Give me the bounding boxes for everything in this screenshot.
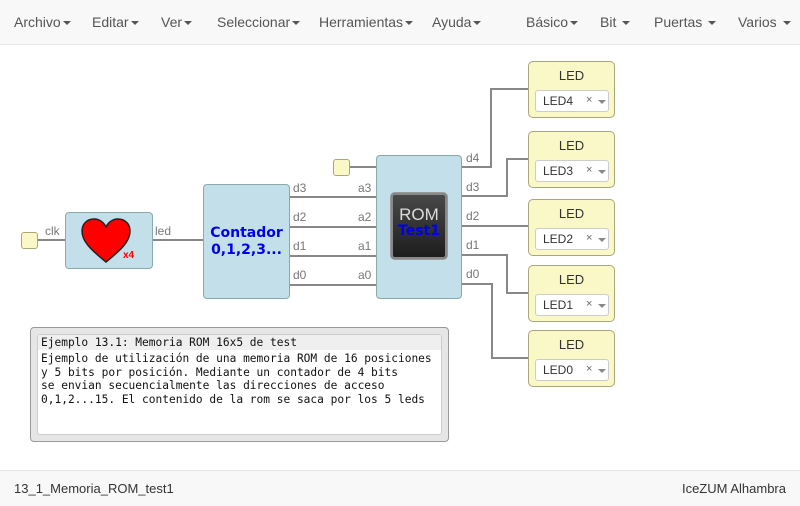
clear-icon[interactable]: ×: [586, 164, 593, 176]
led-title: LED: [558, 138, 585, 153]
comment-title: Ejemplo 13.1: Memoria ROM 16x5 de test: [38, 335, 441, 350]
menu-editar[interactable]: Editar: [92, 0, 139, 44]
wire-d4-led4: [461, 88, 529, 168]
led-output-block[interactable]: LED LED0 ×: [528, 330, 615, 387]
led-pin-value: LED1: [543, 298, 574, 312]
port-label-out-d3: d3: [466, 180, 480, 194]
heart-badge: x4: [123, 250, 135, 261]
caret-down-icon: [473, 21, 482, 26]
menu-label: Puertas: [654, 14, 703, 30]
led-pin-select[interactable]: LED0 ×: [535, 359, 609, 381]
menu-label: Seleccionar: [217, 14, 291, 30]
input-pin-rom-clk[interactable]: [333, 159, 350, 176]
menu-label: Archivo: [14, 14, 61, 30]
counter-subtitle: 0,1,2,3...: [211, 242, 282, 258]
caret-down-icon: [130, 21, 139, 26]
clear-icon[interactable]: ×: [586, 94, 593, 106]
caret-down-icon: [62, 21, 71, 26]
caret-down-icon: [570, 21, 579, 26]
menu-label: Editar: [92, 14, 129, 30]
rom-title: ROM: [399, 205, 439, 224]
menu-bit[interactable]: Bit: [600, 0, 631, 44]
led-title: LED: [558, 68, 585, 83]
rom-subtitle: Test1: [398, 223, 440, 239]
led-pin-value: LED4: [543, 94, 574, 108]
port-label-d1: d1: [293, 239, 307, 253]
caret-down-icon[interactable]: [598, 100, 606, 104]
comment-text-area[interactable]: Ejemplo 13.1: Memoria ROM 16x5 de test E…: [37, 334, 442, 435]
led-output-block[interactable]: LED LED4 ×: [528, 61, 615, 118]
menu-basico[interactable]: Básico: [526, 0, 579, 44]
port-label-out-d0: d0: [466, 267, 480, 281]
menu-seleccionar[interactable]: Seleccionar: [217, 0, 301, 44]
menu-label: Ver: [161, 14, 183, 30]
caret-down-icon: [184, 21, 193, 26]
menu-label: Bit: [600, 14, 617, 30]
port-label-out-d2: d2: [466, 209, 480, 223]
comment-body: Ejemplo de utilización de una memoria RO…: [41, 352, 432, 406]
port-label-a0: a0: [358, 268, 372, 282]
led-output-block[interactable]: LED LED1 ×: [528, 265, 615, 322]
led-pin-select[interactable]: LED2 ×: [535, 228, 609, 250]
clear-icon[interactable]: ×: [586, 232, 593, 244]
port-label-d0: d0: [293, 268, 307, 282]
port-label-clk: clk: [45, 224, 60, 238]
chip-icon: ROM Test1: [391, 193, 447, 259]
caret-down-icon: [622, 21, 631, 26]
led-pin-select[interactable]: LED1 ×: [535, 294, 609, 316]
port-label-a3: a3: [358, 181, 372, 195]
port-label-a1: a1: [358, 239, 372, 253]
wire-d3-led3: [461, 158, 529, 197]
menu-ver[interactable]: Ver: [161, 0, 193, 44]
rom-block[interactable]: ROM Test1: [376, 155, 462, 299]
port-label-out-d4: d4: [466, 151, 480, 165]
led-pin-value: LED3: [543, 164, 574, 178]
caret-down-icon: [782, 21, 791, 26]
input-pin-clk[interactable]: [21, 232, 38, 249]
caret-down-icon[interactable]: [598, 238, 606, 242]
port-label-a2: a2: [358, 210, 372, 224]
menu-puertas[interactable]: Puertas: [654, 0, 717, 44]
port-label-out-d1: d1: [466, 238, 480, 252]
menu-label: Ayuda: [432, 14, 472, 30]
led-title: LED: [558, 272, 585, 287]
project-name: 13_1_Memoria_ROM_test1: [14, 481, 174, 496]
led-output-block[interactable]: LED LED3 ×: [528, 131, 615, 188]
menubar: Archivo Editar Ver Seleccionar Herramien…: [0, 0, 800, 45]
caret-down-icon: [405, 21, 414, 26]
counter-block[interactable]: Contador 0,1,2,3...: [203, 184, 290, 299]
led-title: LED: [558, 206, 585, 221]
wire-d1-led1: [461, 254, 529, 294]
clear-icon[interactable]: ×: [586, 298, 593, 310]
port-label-d3: d3: [293, 181, 307, 195]
led-pin-value: LED2: [543, 232, 574, 246]
menu-label: Varios: [738, 14, 777, 30]
port-label-led: led: [155, 224, 172, 238]
counter-title: Contador: [210, 225, 283, 241]
menu-label: Básico: [526, 14, 569, 30]
led-pin-select[interactable]: LED3 ×: [535, 160, 609, 182]
led-title: LED: [558, 337, 585, 352]
menu-varios[interactable]: Varios: [738, 0, 791, 44]
led-output-block[interactable]: LED LED2 ×: [528, 199, 615, 256]
caret-down-icon[interactable]: [598, 170, 606, 174]
menu-herramientas[interactable]: Herramientas: [319, 0, 414, 44]
heart-icon: [81, 218, 131, 263]
wire-d0-led0: [461, 283, 529, 359]
caret-down-icon[interactable]: [598, 304, 606, 308]
board-name[interactable]: IceZUM Alhambra: [681, 481, 786, 496]
caret-down-icon: [292, 21, 301, 26]
menu-label: Herramientas: [319, 14, 404, 30]
menu-ayuda[interactable]: Ayuda: [432, 0, 482, 44]
status-bar: 13_1_Memoria_ROM_test1 IceZUM Alhambra: [0, 470, 800, 506]
heart-block[interactable]: x4: [65, 212, 153, 269]
led-pin-select[interactable]: LED4 ×: [535, 90, 609, 112]
clear-icon[interactable]: ×: [586, 363, 593, 375]
comment-block[interactable]: Ejemplo 13.1: Memoria ROM 16x5 de test E…: [30, 327, 449, 442]
menu-archivo[interactable]: Archivo: [14, 0, 71, 44]
caret-down-icon: [708, 21, 717, 26]
caret-down-icon[interactable]: [598, 369, 606, 373]
led-pin-value: LED0: [543, 363, 574, 377]
port-label-d2: d2: [293, 210, 307, 224]
